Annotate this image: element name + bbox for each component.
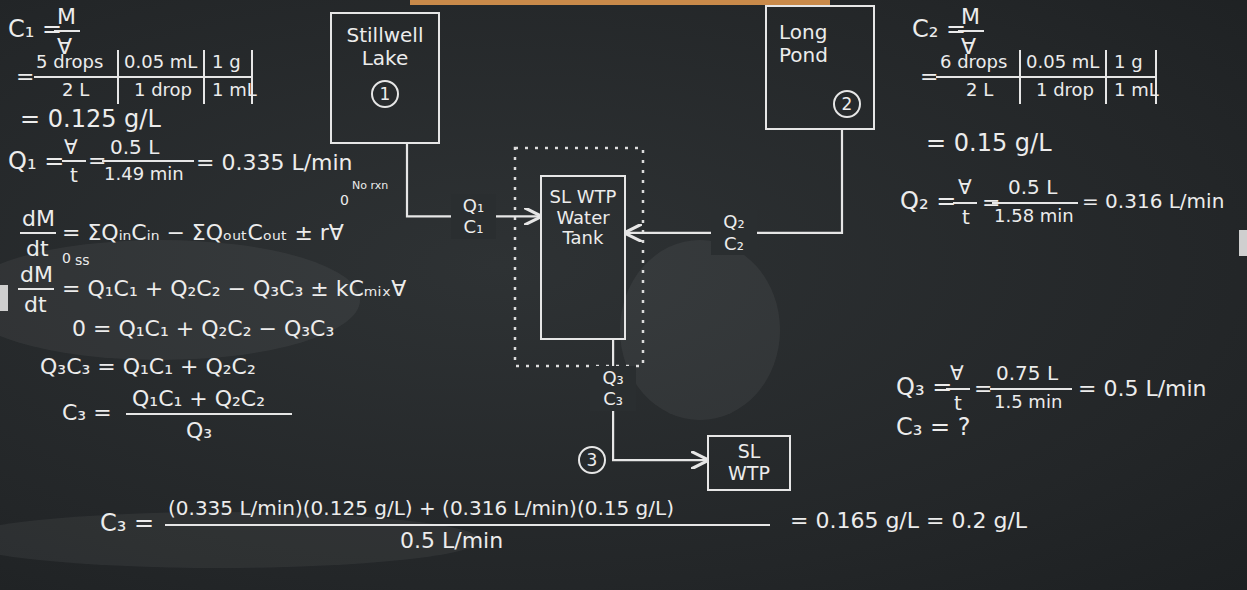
- equation-text: 6 drops: [940, 52, 1007, 73]
- equation-text: 0: [62, 250, 71, 266]
- equation-text: 5 drops: [36, 52, 103, 73]
- equation-text: Q₁ =: [8, 148, 64, 176]
- equation-text: dM: [22, 206, 55, 231]
- equation-text: 0.05 mL: [1026, 52, 1099, 73]
- equation-text: 1 drop: [134, 80, 192, 101]
- equation-text: Q₃C₃ = Q₁C₁ + Q₂C₂: [40, 354, 256, 379]
- equation-text: = 0.5 L/min: [1078, 376, 1207, 401]
- source-box: Stillwell Lake 1: [330, 12, 440, 144]
- equation-text: =: [88, 148, 106, 173]
- equation-text: 0.5 L: [1008, 176, 1057, 199]
- equation-text: 0.75 L: [996, 362, 1058, 385]
- equation-text: = 0.316 L/min: [1082, 190, 1224, 213]
- equation-text: No rxn: [352, 180, 388, 193]
- callout-number: 1: [371, 80, 399, 108]
- eraser-smudge: [0, 240, 780, 568]
- source-box: Long Pond 2: [765, 5, 875, 130]
- box-label: SL WTP: [719, 441, 779, 485]
- equation-text: = 0.15 g/L: [926, 130, 1052, 158]
- equation-text: 0: [340, 192, 349, 208]
- box-label: Long Pond: [779, 21, 849, 67]
- tank-box: SL WTP Water Tank: [540, 175, 626, 340]
- equation-text: = 0.335 L/min: [196, 150, 353, 175]
- equation-text: 1.5 min: [994, 392, 1062, 413]
- equation-text: = 0.165 g/L = 0.2 g/L: [790, 508, 1027, 533]
- equation-text: (0.335 L/min)(0.125 g/L) + (0.316 L/min)…: [168, 497, 674, 520]
- fraction-bars: [18, 31, 1156, 525]
- equation-text: 1.58 min: [994, 206, 1074, 227]
- equation-text: ss: [75, 252, 90, 268]
- control-volume: [515, 148, 643, 366]
- equation-text: Q₃: [186, 418, 212, 443]
- equation-text: 0.5 L/min: [400, 528, 503, 553]
- equation-text: 2 L: [62, 80, 89, 101]
- board-clip: [0, 285, 8, 311]
- equation-text: dM: [20, 262, 53, 287]
- equation-text: 0.5 L: [110, 136, 159, 159]
- plant-box: SL WTP: [707, 435, 791, 491]
- equation-text: M: [57, 4, 76, 29]
- equation-text: = Q₁C₁ + Q₂C₂ − Q₃C₃ ± kCₘᵢₓ∀: [62, 276, 406, 301]
- equation-text: = 0.125 g/L: [20, 106, 161, 134]
- equation-text: dt: [24, 292, 47, 317]
- flow-label: Q₁ C₁: [451, 194, 497, 239]
- flow-label: Q₃ C₃: [590, 366, 636, 411]
- equation-text: =: [974, 376, 992, 401]
- equation-text: = ΣQᵢₙCᵢₙ − ΣQₒᵤₜCₒᵤₜ ± r∀: [62, 220, 344, 245]
- equation-text: Q₂ =: [900, 188, 956, 216]
- equation-text: ∀: [958, 176, 972, 199]
- equation-text: 1 mL: [1114, 80, 1159, 101]
- equation-text: C₁ =: [8, 16, 62, 44]
- box-label: Stillwell Lake: [338, 24, 432, 70]
- equation-text: ∀: [64, 136, 78, 159]
- equation-text: 0 = Q₁C₁ + Q₂C₂ − Q₃C₃: [72, 316, 334, 341]
- flow-label: Q₂ C₂: [711, 210, 757, 255]
- equation-text: 2 L: [966, 80, 993, 101]
- equation-text: C₂ =: [912, 16, 966, 44]
- equation-text: 1.49 min: [104, 164, 184, 185]
- equation-text: Q₃ =: [896, 374, 952, 402]
- box-label: SL WTP Water Tank: [548, 187, 618, 249]
- equation-text: ∀: [950, 362, 964, 385]
- equation-text: dt: [26, 236, 49, 261]
- equation-text: =: [920, 64, 938, 89]
- equation-text: C₃ = ?: [896, 414, 970, 442]
- equation-text: 0.05 mL: [124, 52, 197, 73]
- equation-text: t: [954, 392, 962, 415]
- equation-text: 1 g: [212, 52, 241, 73]
- callout-number: 2: [833, 90, 861, 118]
- equation-text: C₃ =: [62, 400, 112, 425]
- equation-text: t: [70, 164, 78, 187]
- equation-text: 1 drop: [1036, 80, 1094, 101]
- callout-number: 3: [578, 446, 606, 474]
- equation-text: Q₁C₁ + Q₂C₂: [132, 386, 265, 411]
- equation-text: M: [961, 4, 980, 29]
- equation-text: t: [962, 206, 970, 229]
- equation-text: 1 g: [1114, 52, 1143, 73]
- board-clip: [1239, 230, 1247, 256]
- equation-text: 1 mL: [212, 80, 257, 101]
- equation-text: C₃ =: [100, 510, 154, 538]
- equation-text: =: [16, 64, 34, 89]
